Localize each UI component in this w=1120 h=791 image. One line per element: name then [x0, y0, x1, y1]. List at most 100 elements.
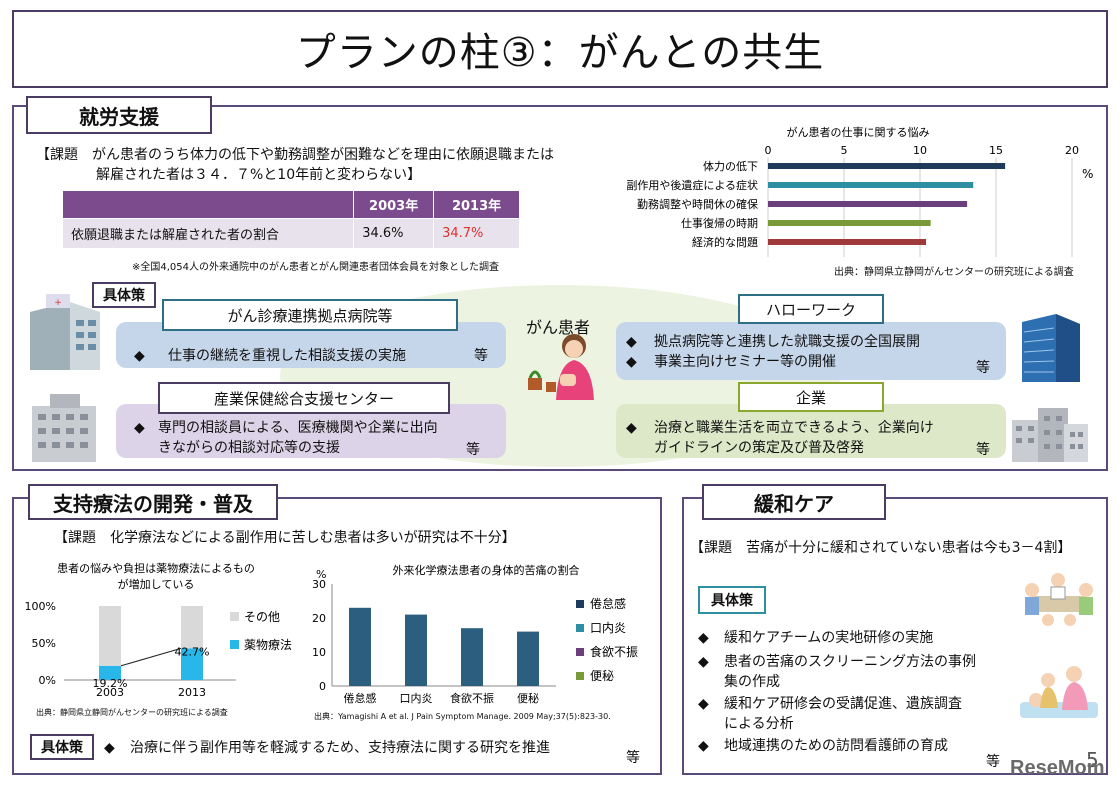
bar	[768, 182, 974, 188]
supportive-issue: 【課題 化学療法などによる副作用に苦しむ患者は多いが研究は不十分】	[54, 530, 516, 546]
title-box: プランの柱③：がんとの共生	[12, 10, 1108, 88]
hellowork-bullet2: ◆	[626, 354, 637, 370]
company-bubble	[616, 404, 1006, 458]
table-note: ※全国4,054人の外来通院中のがん患者とがん関連患者団体会員を対象とした調査	[132, 262, 500, 273]
palliative-bullet-3-line1: 緩和ケア研修会の受講促進、遺族調査	[724, 696, 962, 712]
x-tick-label: 0	[765, 144, 772, 157]
x-tick-label: 食欲不振	[450, 691, 494, 705]
y-tick-label: 30	[312, 578, 326, 591]
supportive-measures-tag: 具体策	[30, 734, 94, 760]
x-tick-label: 5	[841, 144, 848, 157]
hellowork-label: ハローワーク	[738, 294, 884, 324]
company-building-icon	[1012, 408, 1088, 462]
bar	[768, 201, 968, 207]
company-bullet: ◆	[626, 420, 637, 436]
x-tick-label: 2003	[96, 686, 124, 699]
patient-illustration	[528, 334, 594, 400]
employment-issue-line2: 解雇された者は３４．７%と10年前と変わらない】	[96, 167, 422, 183]
palliative-bullet-2-line1: 患者の苦痛のスクリーニング方法の事例	[724, 654, 976, 670]
hospital-text: 仕事の継続を重視した相談支援の実施	[168, 348, 406, 364]
office-building-icon	[32, 394, 96, 462]
resignation-table: 2003年 2013年 依願退職または解雇された者の割合 34.6% 34.7%	[61, 190, 520, 249]
data-label: 42.7%	[175, 645, 210, 658]
stacked-chart-title-line1: 患者の悩みや負担は薬物療法によるもの	[57, 561, 255, 575]
pain-chart-title: 外来化学療法患者の身体的苦痛の割合	[393, 563, 580, 577]
hellowork-text2: 事業主向けセミナー等の開催	[654, 354, 836, 370]
hospital-label: がん診療連携拠点病院等	[162, 299, 458, 331]
bar-drug-therapy	[99, 665, 121, 680]
company-etc: 等	[976, 442, 990, 458]
category-label: 勤務調整や時間休の確保	[637, 197, 758, 211]
table-header-2013: 2013年	[433, 190, 520, 219]
palliative-bullet-mark-3: ◆	[698, 696, 709, 712]
employment-measures-tag: 具体策	[92, 282, 156, 308]
home-nursing-illustration	[1020, 666, 1098, 718]
industry-bullet: ◆	[134, 420, 145, 436]
palliative-heading: 緩和ケア	[702, 484, 886, 520]
company-label: 企業	[738, 382, 884, 412]
page-number: 5	[1086, 748, 1099, 772]
bar	[768, 220, 931, 226]
category-label: 仕事復帰の時期	[681, 217, 758, 230]
supportive-etc: 等	[626, 750, 640, 766]
legend-swatch-other	[230, 612, 239, 621]
y-tick-label: 10	[312, 646, 326, 659]
y-tick-label: 100%	[25, 600, 56, 613]
legend-label: 食欲不振	[590, 644, 638, 659]
hospital-bullet: ◆	[134, 348, 145, 364]
y-tick-label: 0%	[39, 674, 56, 687]
bar	[517, 631, 539, 686]
table-value-2003: 34.6%	[353, 218, 435, 249]
industry-text2: きながらの相談対応等の支援	[158, 440, 340, 456]
palliative-bullet-mark-4: ◆	[698, 738, 709, 754]
employment-issue-line1: 【課題 がん患者のうち体力の低下や勤務調整が困難などを理由に依願退職または	[36, 147, 554, 163]
industry-text1: 専門の相談員による、医療機関や企業に出向	[158, 420, 438, 436]
palliative-bullet-1: 緩和ケアチームの実地研修の実施	[724, 630, 934, 646]
palliative-etc: 等	[986, 754, 1000, 770]
palliative-section	[682, 497, 1108, 775]
y-tick-label: 20	[312, 612, 326, 625]
bar	[768, 163, 1006, 169]
palliative-bullet-4: 地域連携のための訪問看護師の育成	[724, 738, 948, 754]
stacked-chart-title-line2: が増加している	[118, 577, 195, 591]
hellowork-bubble	[616, 322, 1006, 380]
legend-swatch-drug	[230, 640, 239, 649]
y-tick-label: 0	[319, 680, 326, 693]
company-text2: ガイドラインの策定及び普及啓発	[654, 440, 864, 456]
legend-label: 倦怠感	[590, 596, 626, 611]
employment-heading: 就労支援	[26, 96, 212, 134]
supportive-section	[12, 497, 662, 775]
supportive-measure-text: 治療に伴う副作用等を軽減するため、支持療法に関する研究を推進	[130, 740, 550, 756]
supportive-heading: 支持療法の開発・普及	[28, 484, 278, 520]
legend-label: 便秘	[590, 669, 614, 683]
y-tick-label: 50%	[32, 637, 56, 650]
legend-label-other: その他	[244, 610, 280, 624]
bar-drug-therapy	[181, 648, 203, 680]
x-tick-label: 倦怠感	[344, 691, 377, 705]
chart-title: がん患者の仕事に関する悩み	[787, 125, 930, 139]
category-label: 副作用や後遺症による症状	[626, 178, 758, 192]
x-tick-label: 15	[989, 144, 1003, 157]
industry-label: 産業保健総合支援センター	[158, 382, 450, 414]
palliative-bullet-2-line2: 集の作成	[724, 674, 780, 690]
bar	[405, 614, 427, 686]
table-value-2013: 34.7%	[433, 218, 520, 249]
office-tower-icon	[1022, 314, 1080, 382]
palliative-issue: 【課題 苦痛が十分に緩和されていない患者は今も3－4割】	[690, 540, 1072, 556]
bar	[349, 607, 371, 686]
bar	[768, 239, 927, 245]
bar-other	[99, 606, 121, 666]
category-label: 経済的な問題	[692, 235, 758, 249]
x-tick-label: 口内炎	[400, 691, 433, 705]
hospital-icon: +	[30, 294, 100, 370]
hospital-etc: 等	[474, 348, 488, 364]
table-row-label: 依願退職または解雇された者の割合	[61, 218, 355, 249]
page-title: プランの柱③：がんとの共生	[295, 30, 825, 76]
hellowork-etc: 等	[976, 360, 990, 376]
palliative-bullet-mark-1: ◆	[698, 630, 709, 646]
table-header-2003: 2003年	[353, 190, 435, 219]
legend-swatch	[576, 600, 584, 608]
chart-source: 出典：静岡県立静岡がんセンターの研究班による調査	[834, 267, 1074, 278]
center-label: がん患者	[526, 318, 591, 337]
